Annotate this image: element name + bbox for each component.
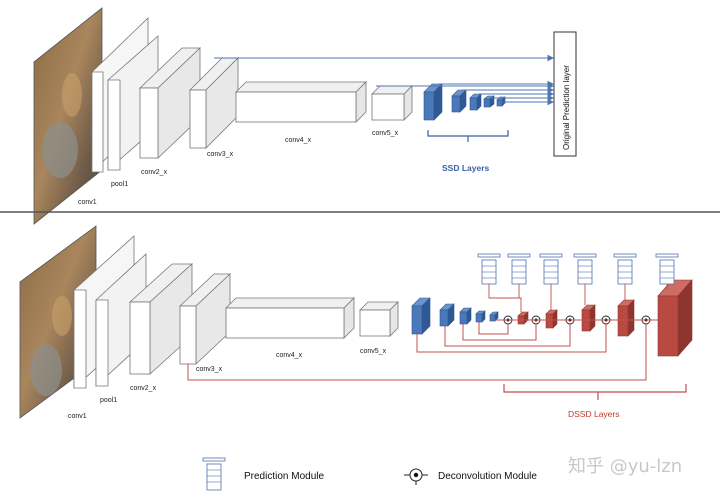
ssd-layers-bracket <box>427 130 509 142</box>
decoder-to-prediction-links <box>488 284 668 312</box>
dssd-encoder-layers <box>411 297 499 335</box>
conv2-block-bottom <box>128 263 194 375</box>
legend: Prediction Module Deconvolution Module <box>202 457 537 491</box>
pool1-label-top: pool1 <box>111 181 128 188</box>
pool1-label-bottom: pool1 <box>100 397 117 404</box>
pool1-block-bottom <box>95 253 147 387</box>
prediction-module-icon <box>613 253 637 285</box>
original-prediction-layer-label: Original Prediction layer <box>562 65 571 150</box>
conv5-block-top <box>371 85 413 121</box>
conv1-label-bottom: conv1 <box>68 413 87 420</box>
ssd-network: Original Prediction layer SSD Layers con… <box>33 7 577 225</box>
conv4-block-top <box>235 81 367 123</box>
conv2-block-top <box>139 47 201 159</box>
prediction-module-icon <box>477 253 501 285</box>
dssd-layers-bracket <box>503 384 687 400</box>
input-image-cat-top <box>33 7 103 225</box>
conv1-label-top: conv1 <box>78 199 97 206</box>
deconvolution-module-legend-icon <box>404 468 428 485</box>
dssd-decoder-layers <box>517 279 693 357</box>
conv5-block-bottom <box>359 301 399 337</box>
prediction-modules-top-row <box>477 253 679 285</box>
conv3-block-bottom <box>178 273 232 365</box>
prediction-module-icon <box>507 253 531 285</box>
prediction-module-icon <box>655 253 679 285</box>
watermark: 知乎 @yu-lzn <box>568 456 682 477</box>
conv5-label-top: conv5_x <box>372 130 399 137</box>
ssd-extra-layers-top <box>423 83 506 121</box>
prediction-module-legend-label: Prediction Module <box>244 471 324 482</box>
ssd-layers-title: SSD Layers <box>442 163 490 173</box>
conv4-label-top: conv4_x <box>285 137 312 144</box>
dssd-skip-connections <box>187 322 647 381</box>
ssd-connector-arrows <box>214 54 555 106</box>
deconvolution-module-legend-label: Deconvolution Module <box>438 471 537 482</box>
conv2-label-top: conv2_x <box>141 169 168 176</box>
dssd-layers-title: DSSD Layers <box>568 409 620 419</box>
conv4-label-bottom: conv4_x <box>276 352 303 359</box>
conv4-block-bottom <box>225 297 355 339</box>
dssd-network: DSSD Layers conv1 pool1 conv2_x conv3_x … <box>19 225 693 420</box>
conv5-label-bottom: conv5_x <box>360 348 387 355</box>
prediction-module-legend-icon <box>202 457 226 491</box>
conv3-label-top: conv3_x <box>207 151 234 158</box>
conv3-label-bottom: conv3_x <box>196 366 223 373</box>
prediction-module-icon <box>573 253 597 285</box>
prediction-module-icon <box>539 253 563 285</box>
original-prediction-layer-box: Original Prediction layer <box>553 31 577 157</box>
conv2-label-bottom: conv2_x <box>130 385 157 392</box>
